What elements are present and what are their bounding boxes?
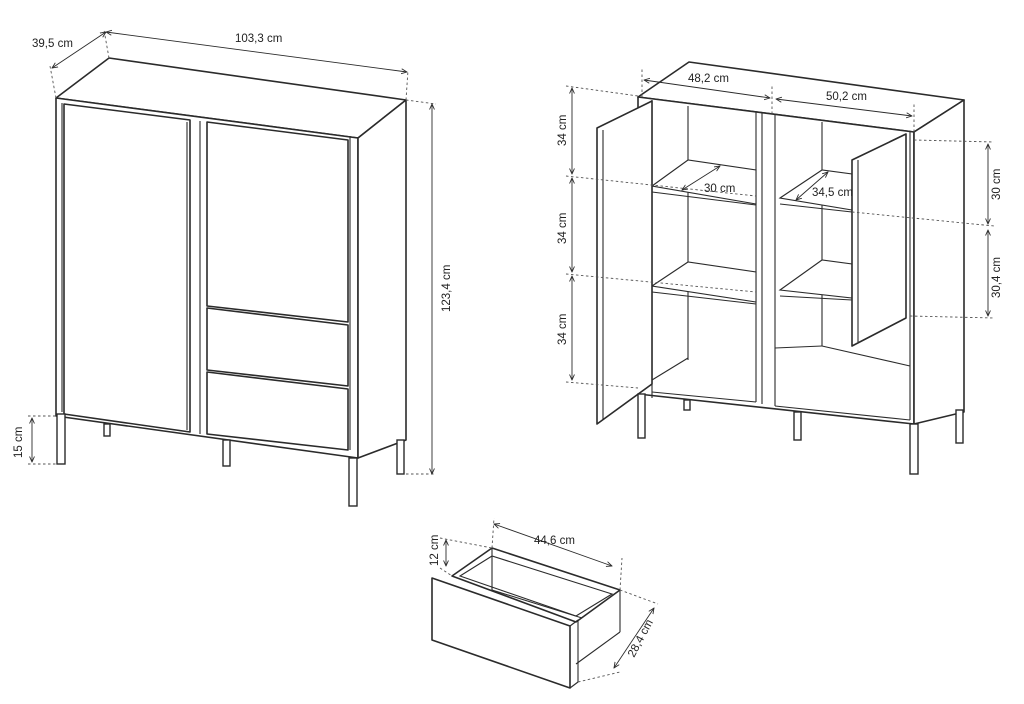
dim-left-compartment-1-label: 34 cm [557,115,569,146]
dim-left-shelf-depth-label: 30 cm [704,183,735,195]
leg [396,439,405,475]
dim-drawer-depth-label: 28,4 cm [626,618,656,660]
cabinet-side [357,99,407,459]
leg [222,439,231,467]
dim-height-label: 123,4 cm [441,265,453,312]
drawer: 44,6 cm 12 cm 28,4 cm [429,517,659,689]
leg [637,393,646,439]
left-door [63,103,191,433]
leg [909,423,919,475]
dim-right-shelf-depth-label: 34,5 cm [812,187,853,199]
open-right-door [851,133,907,347]
dim-left-compartment-2-label: 34 cm [557,213,569,244]
cabinet-side [913,99,965,425]
leg [56,413,66,465]
leg [793,411,802,441]
dim-width-label: 103,3 cm [235,33,282,45]
dim-right-compartment-1-label: 30 cm [991,169,1003,200]
right-door [206,121,349,323]
leg [103,423,111,437]
dim-drawer-width-label: 44,6 cm [534,535,575,547]
drawer-front-1 [206,307,349,387]
leg [348,457,358,507]
dim-leg-height-label: 15 cm [13,427,25,458]
shelf-left-2 [650,261,757,303]
dim-left-compartment-3-label: 34 cm [557,314,569,345]
drawer-front-2 [206,371,349,451]
open-left-door [596,100,653,425]
dim-left-inner-width-label: 48,2 cm [688,73,729,85]
dim-drawer-height-label: 12 cm [429,535,441,566]
dim-right-compartment-2-label: 30,4 cm [991,257,1003,298]
open-cabinet: 48,2 cm 50,2 cm 34 cm 34 cm 34 cm 30 cm … [557,61,1003,475]
dim-depth-label: 39,5 cm [32,38,73,50]
leg [683,399,691,411]
leg [955,409,964,444]
dim-right-inner-width-label: 50,2 cm [826,91,867,103]
closed-cabinet: 39,5 cm 103,3 cm 123,4 cm 15 cm [13,30,453,507]
